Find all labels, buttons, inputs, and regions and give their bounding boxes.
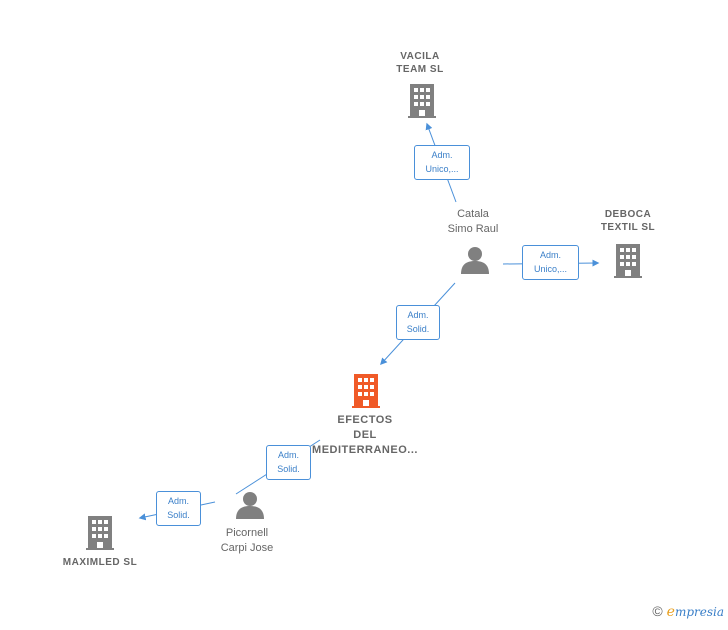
edge-label-catala-vacila[interactable]: Adm. Unico,... [414, 145, 470, 180]
node-label-vacila[interactable]: VACILA TEAM SL [396, 51, 444, 75]
person-icon[interactable] [236, 492, 264, 519]
node-label-maximled[interactable]: MAXIMLED SL [62, 557, 138, 568]
node-label-efectos[interactable]: EFECTOS DEL MEDITERRANEO... [312, 414, 418, 456]
building-icon[interactable] [408, 84, 436, 118]
edge-label-picornell-efectos[interactable]: Adm. Solid. [266, 445, 311, 480]
edge-label-picornell-maximled[interactable]: Adm. Solid. [156, 491, 201, 526]
node-label-catala[interactable]: Catala Simo Raul [447, 208, 499, 235]
person-icon[interactable] [461, 247, 489, 274]
brand-initial: e [666, 604, 675, 620]
node-label-picornell[interactable]: Picornell Carpi Jose [220, 527, 274, 554]
copyright-icon: © [652, 603, 663, 619]
building-icon[interactable] [86, 516, 114, 550]
edge-label-catala-deboca[interactable]: Adm. Unico,... [522, 245, 579, 280]
building-icon-focus[interactable] [352, 374, 380, 408]
brand-logo: ©empresia [652, 603, 724, 620]
edge-label-catala-efectos[interactable]: Adm. Solid. [396, 305, 440, 340]
brand-name: mpresia [674, 605, 724, 619]
node-label-deboca[interactable]: DEBOCA TEXTIL SL [600, 209, 656, 233]
building-icon[interactable] [614, 244, 642, 278]
